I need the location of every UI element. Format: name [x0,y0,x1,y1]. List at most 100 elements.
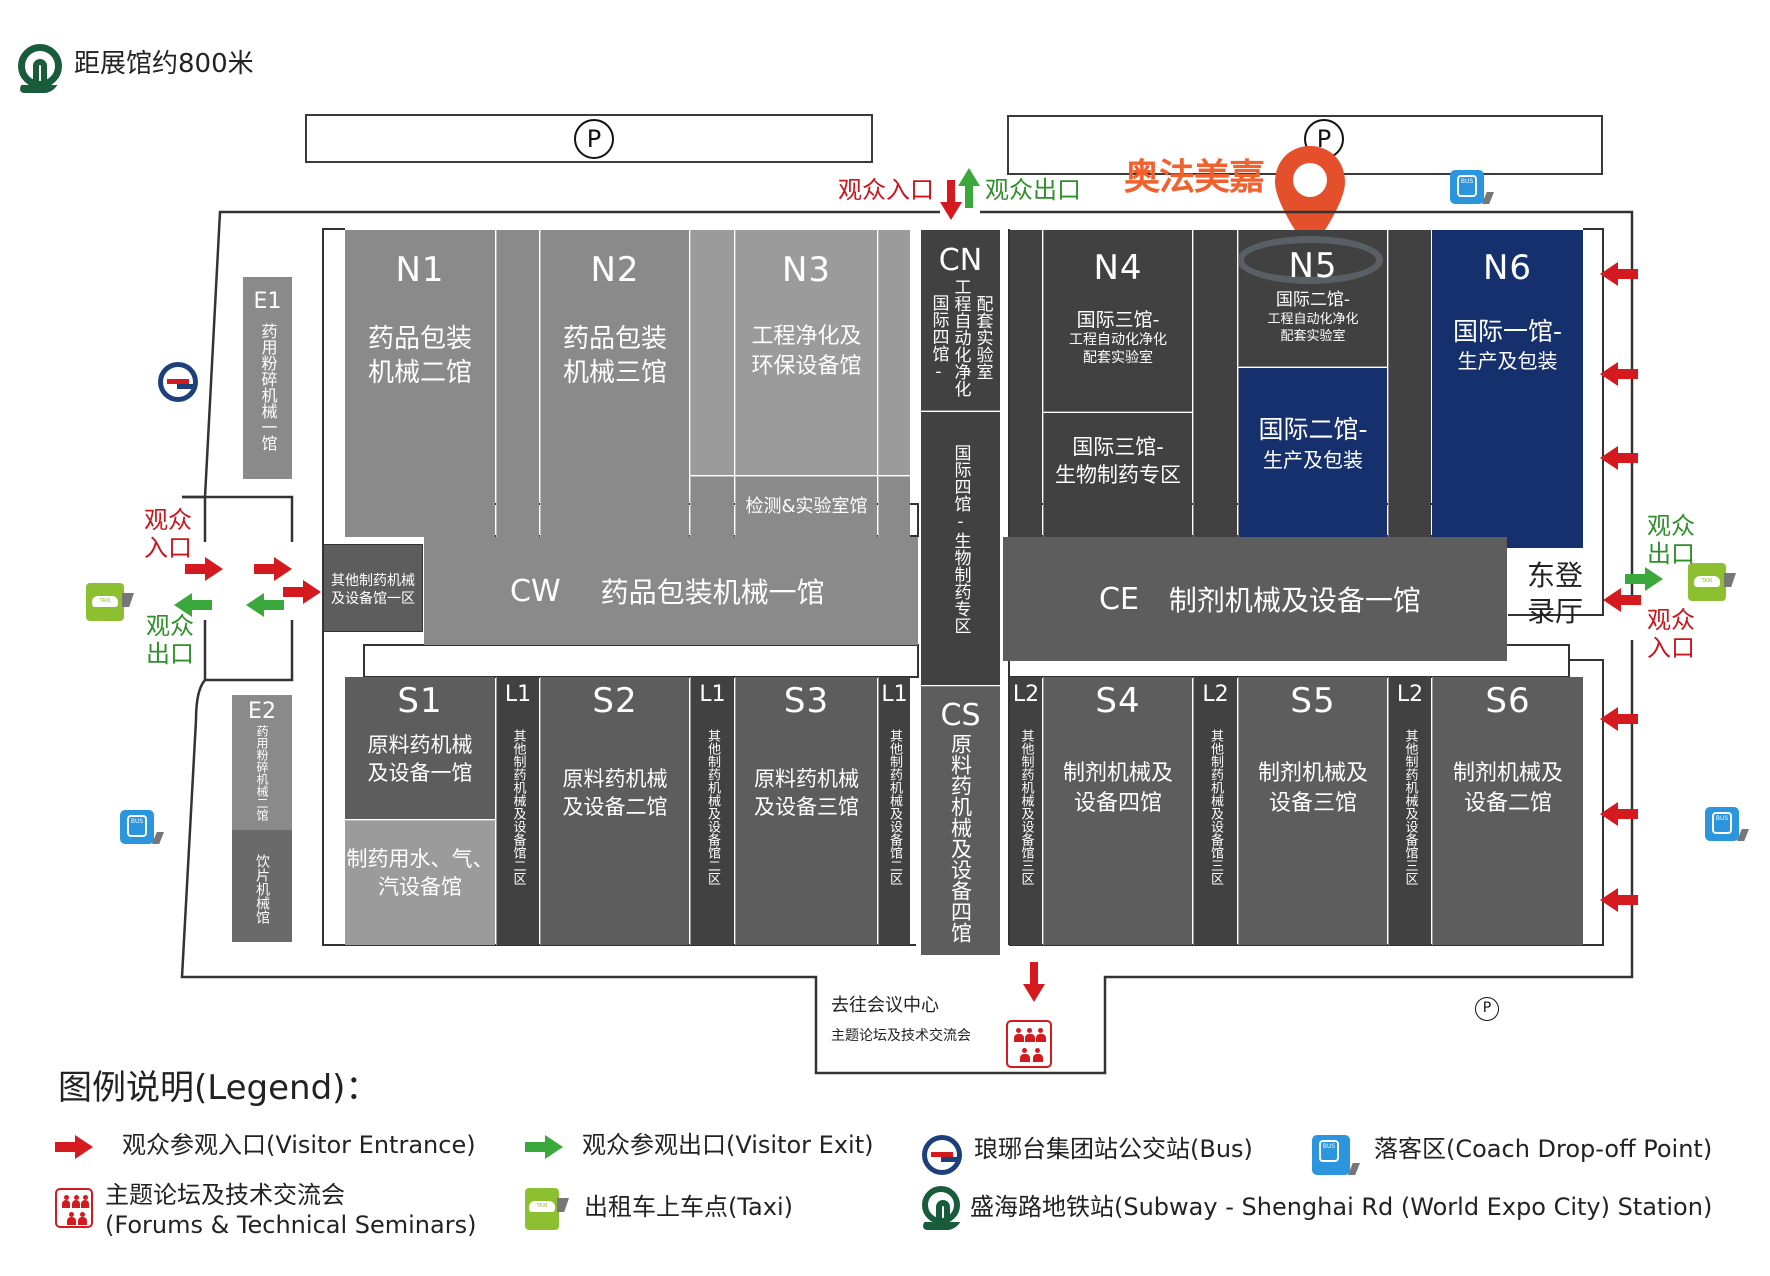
hall-code: S4 [1095,681,1141,721]
green-arrow-icon [525,1135,563,1159]
hall-W1[interactable]: 其他制药机械 及设备馆一区 [323,544,423,632]
taxi-icon: TAXI [1688,563,1726,601]
hall-L2[interactable]: L2 其他制药机械及设备馆三区 [1010,677,1042,945]
hall-CS[interactable]: CS 原料药机械及设备四馆 [921,686,1000,955]
coach-drop-off-icon: BUS [1705,807,1739,841]
legend-exit: 观众参观出口(Visitor Exit) [582,1131,874,1159]
hall-code: S6 [1485,681,1531,721]
hall-N3-aisle [690,230,734,475]
parking-lot-north-west: P [305,114,873,163]
hall-code: E2 [248,699,276,724]
hall-name: 饮片机械馆 [254,854,270,924]
hall-N5[interactable]: N5 国际二馆- 工程自动化净化 配套实验室 [1238,230,1387,367]
east-exit-arrow-icon[interactable] [1625,567,1663,591]
hall-code: N1 [395,250,445,290]
east-entrance-arrow-icon[interactable] [1600,362,1638,386]
hall-N3-lab-aisle [690,476,734,537]
hall-S6[interactable]: S6 制剂机械及 设备二馆 [1432,677,1583,945]
hall-N3-aisle-east [878,230,910,475]
hall-S3[interactable]: S3 原料药机械 及设备三馆 [735,677,877,945]
east-entrance-arrow-icon[interactable] [1600,802,1638,826]
hall-name: 药用粉碎机械二馆 [255,725,269,821]
hall-N5-production[interactable]: 国际二馆- 生产及包装 [1238,368,1387,548]
hall-L2[interactable]: L2 其他制药机械及设备馆三区 [1388,677,1431,945]
hall-name: 检测&实验室馆 [745,496,868,517]
west-exit-arrow-icon[interactable] [174,593,212,617]
hall-code: S2 [592,681,638,721]
hall-N1-aisle [496,230,539,537]
east-entrance-arrow-icon[interactable] [1603,588,1641,612]
hall-L1[interactable]: L1 其他制药机械及设备馆二区 [878,677,910,945]
hall-S1[interactable]: S1 原料药机械 及设备一馆 [345,677,495,819]
hall-S1-utilities[interactable]: 制药用水、气、 汽设备馆 [345,820,495,945]
west-entrance-arrow-icon[interactable] [283,580,321,604]
hall-N3-lab-east [878,476,910,537]
east-entrance-arrow-icon[interactable] [1600,707,1638,731]
brand-name: 奥法美嘉 [1124,157,1265,198]
hall-name: 其他制药机械及设备馆三区 [1402,729,1418,885]
hall-L2[interactable]: L2 其他制药机械及设备馆三区 [1193,677,1237,945]
hall-S2[interactable]: S2 原料药机械 及设备二馆 [540,677,689,945]
west-exit-arrow-icon[interactable] [246,593,284,617]
hall-name: 原料药机械及设备四馆 [948,733,973,943]
legend-title: 图例说明(Legend)： [58,1068,380,1108]
hall-code: S3 [783,681,830,721]
hall-E2[interactable]: E2 药用粉碎机械二馆 [232,695,292,830]
west-entrance-arrow-icon[interactable] [185,557,223,581]
north-exit-arrow-icon[interactable] [958,168,980,208]
north-exit-label: 观众出口 [985,176,1081,204]
hall-code: N5 [1288,246,1338,286]
hall-S4[interactable]: S4 制剂机械及 设备四馆 [1043,677,1192,945]
west-exit-label: 观众 出口 [146,612,194,668]
hall-N6[interactable]: N6 国际一馆- 生产及包装 [1432,230,1583,548]
west-entrance-arrow-icon[interactable] [254,557,292,581]
hall-CE[interactable]: CE 制剂机械及设备一馆 [1003,537,1507,661]
conference-title: 去往会议中心 [831,995,939,1016]
hall-code: CE [1099,581,1139,617]
coach-icon: BUS [1312,1135,1350,1175]
hall-S5[interactable]: S5 制剂机械及 设备三馆 [1238,677,1387,945]
hall-name: 药品包装机械一馆 [600,576,825,609]
hall-N3[interactable]: N3 工程净化及 环保设备馆 [735,230,877,475]
hall-L1[interactable]: L1 其他制药机械及设备馆二区 [496,677,539,945]
legend-taxi: 出租车上车点(Taxi) [584,1193,793,1221]
hall-N2[interactable]: N2 药品包装 机械三馆 [540,230,689,537]
hall-code: N4 [1093,248,1143,288]
east-entrance-arrow-icon[interactable] [1600,262,1638,286]
hall-code: CW [510,573,561,609]
hall-N1[interactable]: N1 药品包装 机械二馆 [345,230,495,537]
legend-forum: 主题论坛及技术交流会 (Forums & Technical Seminars) [105,1181,477,1239]
taxi-icon: TAXI [525,1188,559,1230]
east-registration-hall[interactable]: 东登 录厅 [1526,559,1583,628]
east-entrance-arrow-icon[interactable] [1600,888,1638,912]
taxi-icon: TAXI [86,583,124,621]
legend-bus: 琅琊台集团站公交站(Bus) [974,1135,1253,1163]
hall-N3-lab[interactable]: 检测&实验室馆 [735,476,877,537]
coach-drop-off-icon: BUS [120,810,154,844]
hall-N4-bio[interactable]: 国际三馆- 生物制药专区 [1043,413,1192,548]
forum-icon [55,1188,93,1228]
hall-CN[interactable]: CN 配套实验室 工程自动化净化 国际四馆- [921,230,1000,411]
hall-N4[interactable]: N4 国际三馆- 工程自动化净化 配套实验室 [1043,230,1192,412]
hall-name: 其他制药机械及设备馆二区 [510,729,526,885]
north-entrance-label: 观众入口 [838,176,934,204]
hall-name: 其他制药机械及设备馆二区 [705,729,720,885]
hall-L1[interactable]: L1 其他制药机械及设备馆二区 [690,677,734,945]
hall-CW[interactable]: CW 药品包装机械一馆 [424,537,918,645]
subway-logo-icon [18,44,62,88]
hall-E2-decoction[interactable]: 饮片机械馆 [232,830,292,942]
coach-drop-off-icon: BUS [1450,170,1484,204]
hall-name: 药用粉碎机械一馆 [258,323,278,451]
hall-E1[interactable]: E1 药用粉碎机械一馆 [243,277,292,479]
legend-coach: 落客区(Coach Drop-off Point) [1374,1135,1713,1163]
subway-distance: 距展馆约800米 [74,49,254,79]
parking-icon: P [574,119,614,159]
conference-direction-arrow-icon[interactable] [1023,962,1045,1002]
hall-code: L2 [1396,682,1424,707]
east-entrance-arrow-icon[interactable] [1600,446,1638,470]
hall-name: 制剂机械及设备一馆 [1168,584,1421,617]
forum-icon [1006,1020,1052,1068]
parking-icon: P [1475,997,1499,1021]
north-entrance-arrow-icon[interactable] [940,180,962,220]
hall-CN-bio[interactable]: 国际四馆-生物制药专区 [921,412,1000,685]
